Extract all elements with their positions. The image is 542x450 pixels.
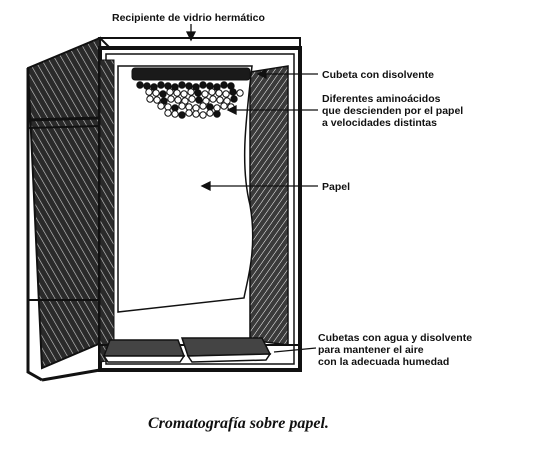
amino-acid-spot (194, 89, 202, 97)
amino-acid-spot (180, 90, 188, 98)
amino-acid-spot (185, 82, 193, 90)
amino-acid-spot (174, 96, 182, 104)
amino-acid-spot (187, 88, 195, 96)
right-glass-panel (249, 65, 289, 346)
label-amino-line-2: que descienden por el papel (322, 105, 463, 117)
amino-acid-spot (164, 82, 172, 90)
amino-acid-spot (195, 96, 203, 104)
amino-acid-spot (145, 88, 153, 96)
amino-acid-spot (178, 111, 186, 119)
amino-acid-spot (192, 83, 200, 91)
label-amino-line-3: a velocidades distintas (322, 117, 437, 129)
amino-acid-spot (199, 102, 207, 110)
amino-acid-spot (206, 103, 214, 111)
amino-acid-spot (164, 103, 172, 111)
amino-acid-spot (201, 90, 209, 98)
amino-acid-spot (227, 82, 235, 90)
amino-acid-spot (192, 104, 200, 112)
amino-acid-spot (166, 88, 174, 96)
amino-acid-spot (185, 109, 193, 117)
chromatography-paper (117, 65, 254, 313)
amino-acid-spot (208, 88, 216, 96)
amino-acid-spot (222, 90, 230, 98)
label-amino-line-1: Diferentes aminoácidos (322, 93, 441, 105)
amino-acid-spot (213, 104, 221, 112)
left-glass-panel (26, 36, 110, 370)
amino-acid-spot (216, 96, 224, 104)
amino-acid-spot (150, 83, 158, 91)
amino-acid-spot (230, 95, 238, 103)
amino-acid-spot (199, 81, 207, 89)
amino-acid-spot (152, 89, 160, 97)
amino-acid-spot (213, 83, 221, 91)
amino-acid-spot (171, 83, 179, 91)
amino-acid-spot (159, 90, 167, 98)
figure-caption: Cromatografía sobre papel. (148, 415, 329, 432)
amino-acid-spot (178, 102, 186, 110)
label-solvent-tray: Cubeta con disolvente (322, 69, 434, 81)
label-trays-line-3: con la adecuada humedad (318, 356, 449, 368)
amino-acid-spot (185, 103, 193, 111)
amino-acid-spot (188, 95, 196, 103)
label-trays-line-1: Cubetas con agua y disolvente (318, 332, 472, 344)
amino-acid-spot (136, 81, 144, 89)
amino-acid-spot (171, 104, 179, 112)
amino-acid-spot (157, 102, 165, 110)
amino-acid-spot (236, 89, 244, 97)
label-paper: Papel (322, 181, 350, 193)
amino-acid-spot (209, 95, 217, 103)
amino-acid-spot (229, 88, 237, 96)
amino-acid-spot (192, 110, 200, 118)
amino-acid-spot (164, 109, 172, 117)
label-container: Recipiente de vidrio hermático (112, 12, 265, 24)
solvent-tray-top (131, 67, 251, 81)
amino-acid-spot (173, 89, 181, 97)
glass-container (26, 36, 302, 382)
amino-acid-spot (199, 111, 207, 119)
amino-acid-spot (153, 96, 161, 104)
amino-acid-spot (215, 89, 223, 97)
label-arrows (185, 24, 318, 353)
amino-acid-spot (143, 82, 151, 90)
amino-acid-spot (157, 81, 165, 89)
amino-acid-spot (167, 95, 175, 103)
amino-acid-spot (213, 110, 221, 118)
amino-acid-spot (171, 110, 179, 118)
amino-acid-spot (206, 82, 214, 90)
amino-acid-spot (206, 109, 214, 117)
amino-acid-spot (146, 95, 154, 103)
amino-acid-spot (220, 81, 228, 89)
label-trays-line-2: para mantener el aire (318, 344, 424, 356)
bottom-trays (102, 337, 272, 363)
amino-acid-spot (220, 102, 228, 110)
amino-acid-spot (178, 81, 186, 89)
